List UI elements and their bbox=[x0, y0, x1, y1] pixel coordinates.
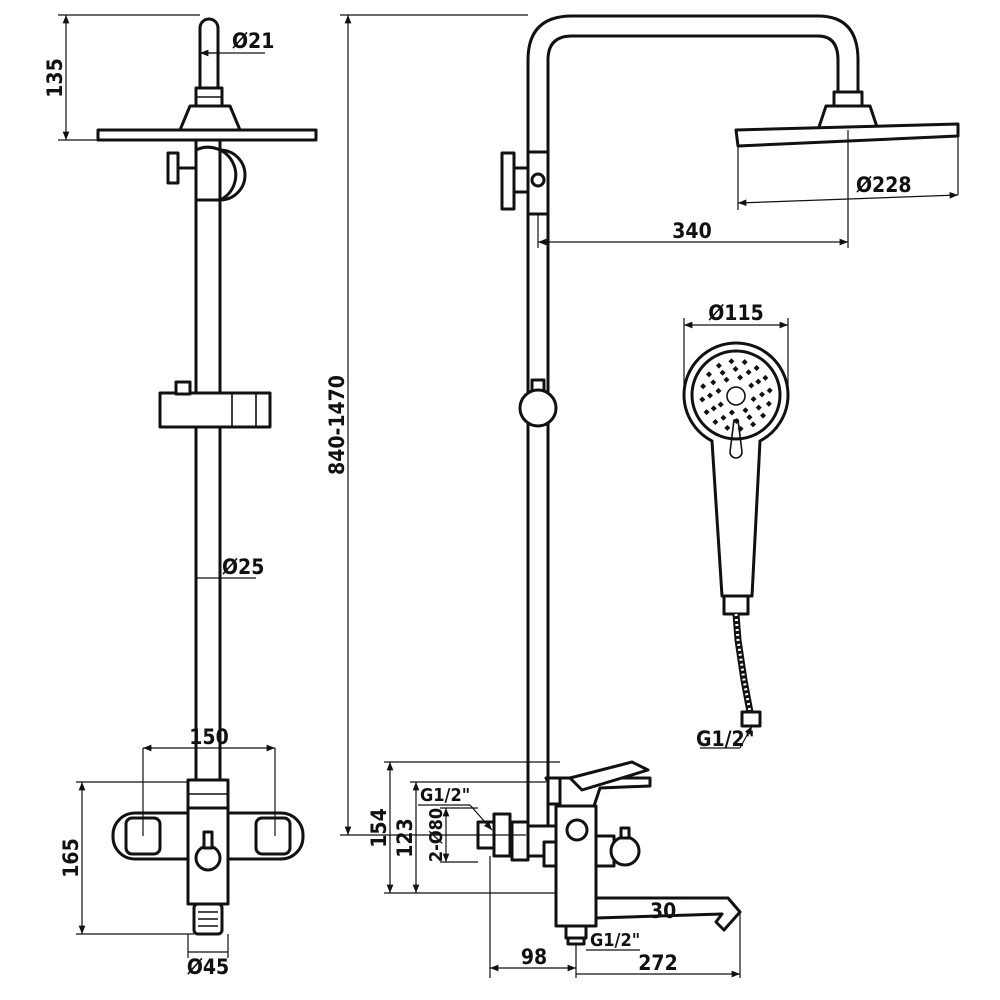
nozzle bbox=[737, 425, 744, 432]
nozzle bbox=[753, 364, 760, 371]
nozzle bbox=[699, 396, 706, 403]
handshower-dimensions bbox=[683, 318, 789, 749]
nozzle bbox=[710, 379, 717, 386]
nozzle bbox=[755, 404, 762, 411]
side-slide-holder bbox=[518, 388, 558, 428]
hand-shower-nozzles bbox=[699, 358, 773, 432]
hand-shower-hose bbox=[732, 613, 754, 713]
nozzle bbox=[723, 376, 730, 383]
side-mixer-knob bbox=[609, 835, 641, 867]
dim-body-height-inner: 123 bbox=[393, 818, 417, 857]
front-overhead-connector bbox=[178, 104, 242, 132]
nozzle bbox=[715, 362, 722, 369]
nozzle bbox=[733, 417, 740, 424]
nozzle bbox=[762, 374, 769, 381]
hand-shower-face bbox=[690, 349, 782, 441]
nozzle bbox=[746, 414, 753, 421]
nozzle bbox=[705, 371, 712, 378]
hand-shower-hose-end bbox=[740, 710, 762, 728]
nozzle bbox=[760, 412, 767, 419]
dim-spout-height: 30 bbox=[650, 899, 676, 923]
dim-valve-center-width: 150 bbox=[189, 725, 228, 749]
dim-hose-thread: G1/2" bbox=[696, 727, 755, 751]
hand-shower-body bbox=[682, 341, 790, 598]
dim-total-height: 840-1470 bbox=[325, 375, 349, 475]
hand-shower-hose-nut bbox=[722, 594, 750, 616]
nozzle bbox=[750, 396, 757, 403]
dim-flange-diameter: 2-Ø80 bbox=[426, 808, 447, 862]
hand-shower bbox=[682, 341, 790, 728]
nozzle bbox=[700, 383, 707, 390]
nozzle bbox=[748, 382, 755, 389]
nozzle bbox=[710, 405, 717, 412]
nozzle bbox=[728, 409, 735, 416]
side-riser-outer bbox=[526, 14, 860, 834]
nozzle bbox=[741, 359, 748, 366]
dim-wall-to-outlet: 98 bbox=[521, 945, 547, 969]
front-vertical-pipe bbox=[194, 138, 222, 782]
nozzle bbox=[765, 400, 772, 407]
nozzle bbox=[717, 401, 724, 408]
nozzle bbox=[719, 369, 726, 376]
front-diverter-body bbox=[194, 145, 238, 202]
nozzle bbox=[745, 369, 752, 376]
side-dimensions bbox=[340, 14, 959, 978]
nozzle bbox=[712, 419, 719, 426]
dim-handshower-diameter: Ø115 bbox=[708, 301, 764, 325]
nozzle bbox=[720, 414, 727, 421]
dim-pipe-diameter: Ø25 bbox=[222, 555, 264, 579]
dim-spout-reach: 272 bbox=[638, 951, 677, 975]
front-dimensions bbox=[58, 14, 276, 958]
side-overhead-shower bbox=[734, 122, 960, 148]
nozzle bbox=[715, 387, 722, 394]
nozzle bbox=[724, 424, 731, 431]
nozzle bbox=[728, 358, 735, 365]
front-shower-arm bbox=[198, 17, 220, 90]
dim-outlet-diameter: Ø45 bbox=[187, 955, 229, 979]
nozzle bbox=[766, 387, 773, 394]
nozzle bbox=[707, 392, 714, 399]
dim-body-height-left: 165 bbox=[59, 838, 83, 877]
side-view bbox=[476, 14, 960, 946]
nozzle bbox=[750, 421, 757, 428]
dim-overhead-diameter: Ø228 bbox=[856, 173, 912, 197]
dim-arm-diameter: Ø21 bbox=[232, 29, 274, 53]
side-riser-inner bbox=[546, 34, 840, 834]
dim-body-height-outer: 154 bbox=[367, 808, 391, 847]
front-slide-holder bbox=[158, 391, 272, 429]
dim-arm-reach: 340 bbox=[672, 219, 711, 243]
nozzle bbox=[732, 366, 739, 373]
nozzle bbox=[703, 409, 710, 416]
dim-head-height: 135 bbox=[43, 58, 67, 97]
dim-inlet-thread: G1/2" bbox=[420, 785, 470, 806]
nozzle bbox=[758, 391, 765, 398]
front-view bbox=[96, 17, 318, 936]
side-spout bbox=[594, 896, 742, 932]
nozzle bbox=[755, 378, 762, 385]
nozzle bbox=[742, 407, 749, 414]
side-diverter-handle bbox=[500, 151, 516, 211]
front-mixer-handle-knob bbox=[194, 844, 222, 872]
nozzle bbox=[737, 374, 744, 381]
dim-outlet-thread: G1/2" bbox=[590, 930, 640, 951]
